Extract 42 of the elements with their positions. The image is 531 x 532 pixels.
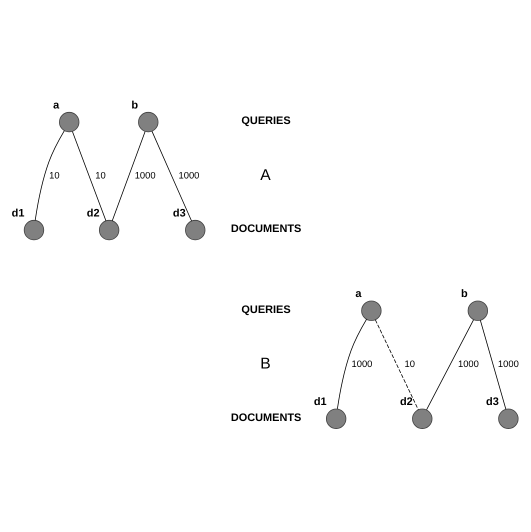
connector [374, 318, 419, 410]
node-circle [361, 300, 382, 320]
connector [72, 130, 106, 221]
edge-label: 10 [49, 169, 60, 180]
label: QUERIES [241, 303, 291, 316]
node-circle [468, 300, 488, 320]
edge-label: 10 [404, 358, 415, 369]
node-circle [59, 111, 80, 132]
label: B [260, 355, 271, 372]
edge-label: 1000 [134, 169, 156, 180]
node-label: d2 [86, 207, 100, 220]
connector [152, 130, 192, 221]
node-circle [24, 219, 44, 240]
connector [480, 319, 506, 410]
connector [112, 130, 146, 221]
node-label: b [461, 288, 468, 300]
node-circle [98, 219, 120, 240]
node-label: d2 [400, 396, 413, 408]
node-circle [412, 408, 432, 428]
label: QUERIES [241, 114, 291, 127]
edge-label: 1000 [458, 358, 479, 369]
edge-label: 10 [95, 169, 106, 180]
node-circle [326, 408, 346, 428]
label: DOCUMENTS [230, 411, 302, 424]
node-circle [138, 111, 158, 132]
connector [426, 318, 474, 410]
node-circle [185, 219, 206, 240]
label: DOCUMENTS [230, 222, 302, 235]
connector [337, 318, 367, 409]
edge-label: 1000 [498, 358, 519, 369]
node-label: d1 [314, 396, 327, 408]
connector [34, 130, 65, 220]
edge-label: 1000 [352, 358, 372, 369]
node-label: d3 [486, 396, 499, 408]
node-label: b [131, 99, 138, 112]
node-label: d1 [12, 207, 24, 220]
node-label: a [53, 99, 60, 112]
node-label: d3 [172, 207, 186, 220]
edge-label: 1000 [178, 169, 200, 180]
node-label: a [355, 288, 362, 300]
node-circle [498, 408, 519, 428]
label: A [260, 166, 271, 184]
